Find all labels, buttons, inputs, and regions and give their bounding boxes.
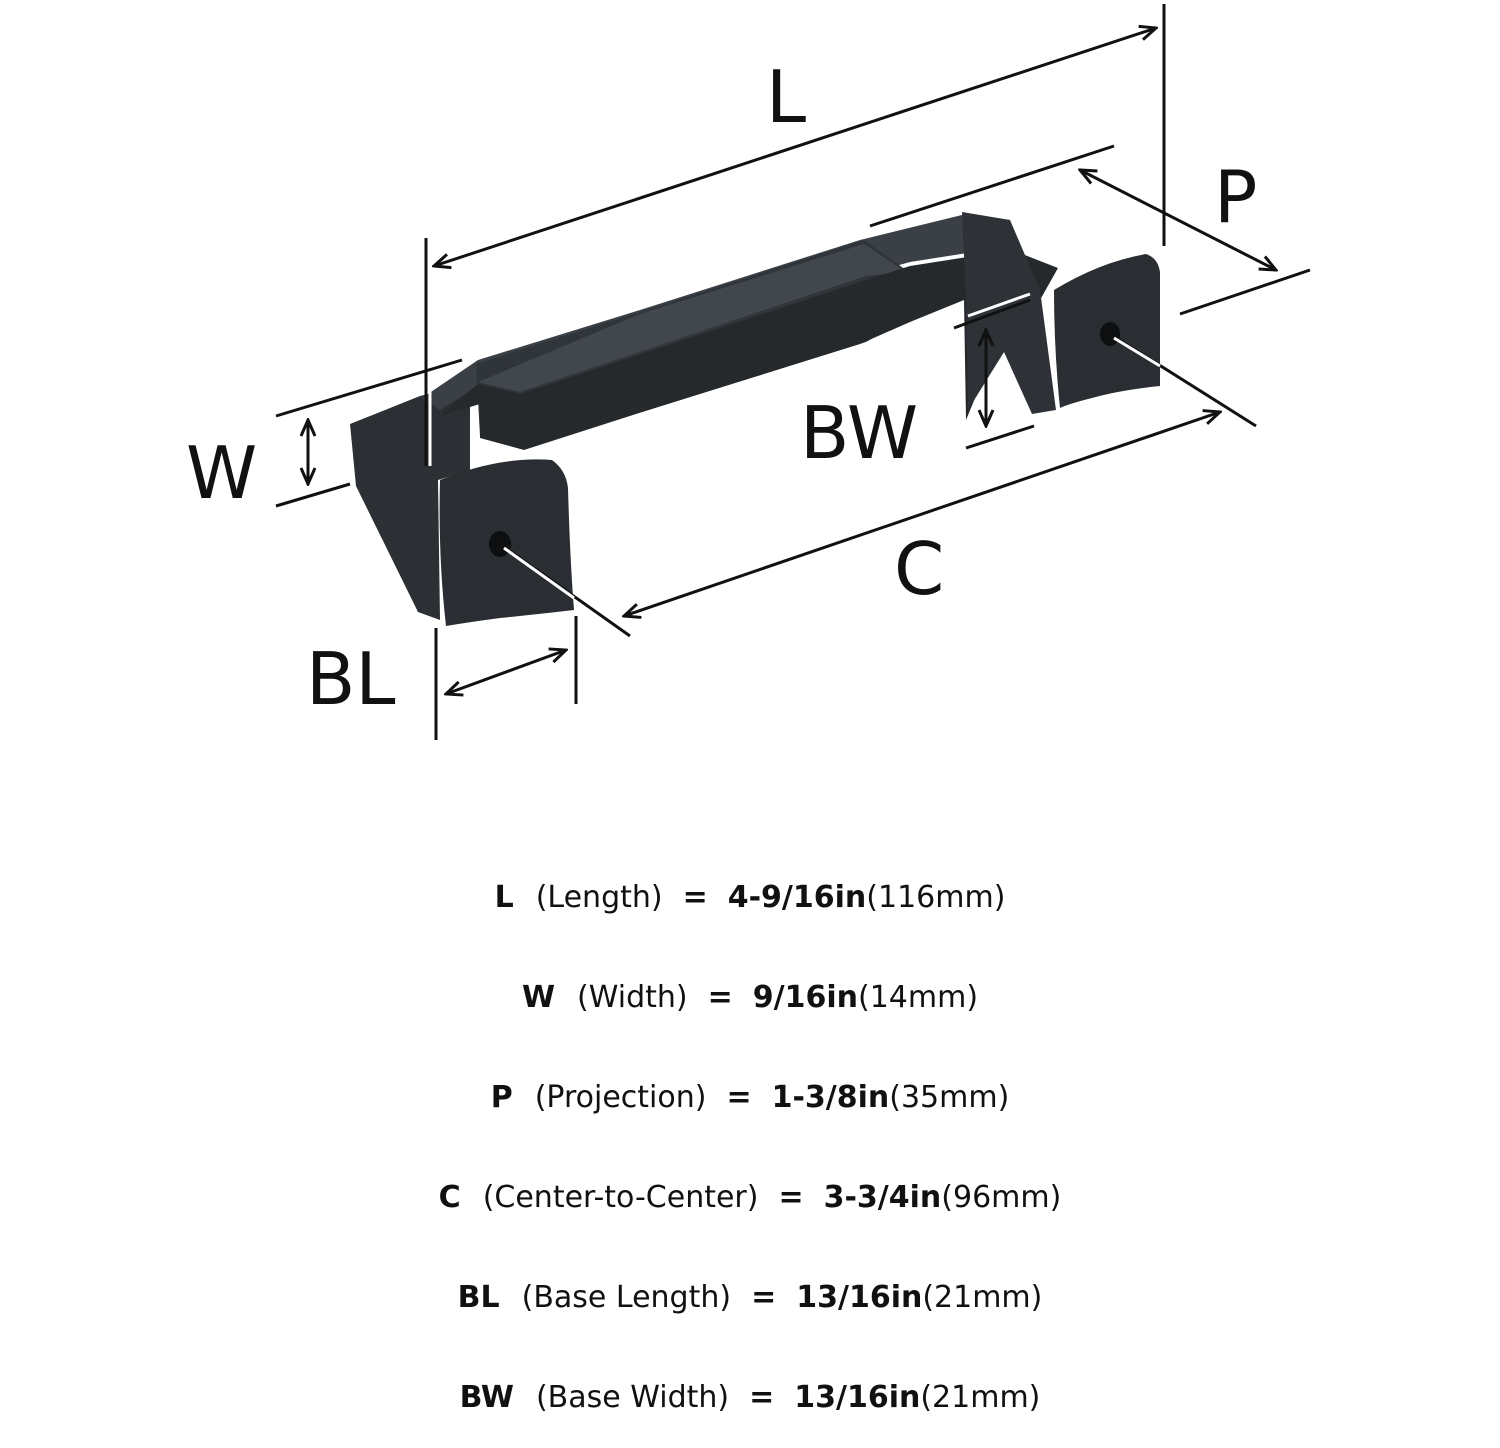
- W-extension-bottom: [275, 482, 351, 508]
- spec-name: (Center-to-Center): [482, 1180, 759, 1215]
- spec-metric: (21mm): [922, 1280, 1043, 1315]
- spec-imperial: 9/16in: [752, 980, 858, 1015]
- spec-imperial: 1-3/8in: [771, 1080, 890, 1115]
- BW-extension-bottom: [965, 424, 1035, 450]
- spec-row-projection: P (Projection) = 1-3/8in (35mm): [0, 1048, 1500, 1148]
- spec-equals: =: [682, 880, 708, 915]
- label-BL: BL: [306, 637, 396, 721]
- spec-abbr: BW: [459, 1380, 514, 1415]
- spec-equals: =: [707, 980, 733, 1015]
- spec-abbr: BL: [457, 1280, 500, 1315]
- spec-row-width: W (Width) = 9/16in (14mm): [0, 948, 1500, 1048]
- P-extension-top: [869, 144, 1115, 228]
- spec-abbr: W: [521, 980, 556, 1015]
- spec-equals: =: [751, 1280, 777, 1315]
- spec-row-length: L (Length) = 4-9/16in (116mm): [0, 848, 1500, 948]
- spec-equals: =: [726, 1080, 752, 1115]
- label-L: L: [766, 55, 806, 139]
- W-extension-top: [275, 358, 463, 418]
- spec-list: L (Length) = 4-9/16in (116mm) W (Width) …: [0, 848, 1500, 1448]
- centerline-highlights: [428, 292, 1161, 600]
- label-C: C: [894, 527, 944, 611]
- spec-imperial: 13/16in: [796, 1280, 923, 1315]
- spec-abbr: C: [438, 1180, 461, 1215]
- handle-left-post: [350, 384, 470, 620]
- BL-dimension-arrow: [446, 650, 566, 694]
- spec-imperial: 3-3/4in: [823, 1180, 942, 1215]
- spec-imperial: 4-9/16in: [727, 880, 867, 915]
- C-dimension-arrow: [624, 412, 1220, 616]
- P-extension-bottom: [1179, 268, 1311, 316]
- spec-metric: (14mm): [858, 980, 979, 1015]
- dimension-diagram: L P W BW C BL: [186, 4, 1311, 740]
- label-P: P: [1214, 155, 1257, 239]
- spec-name: (Projection): [534, 1080, 707, 1115]
- spec-name: (Width): [577, 980, 688, 1015]
- label-BW: BW: [800, 391, 918, 475]
- spec-abbr: L: [494, 880, 514, 915]
- handle-grip-underside: [440, 250, 1058, 450]
- spec-abbr: P: [490, 1080, 513, 1115]
- BW-extension-top: [953, 298, 1031, 330]
- label-W: W: [186, 431, 257, 515]
- spec-equals: =: [749, 1380, 775, 1415]
- spec-name: (Base Length): [521, 1280, 732, 1315]
- dimension-lines: [275, 4, 1311, 740]
- spec-name: (Base Width): [535, 1380, 730, 1415]
- spec-metric: (96mm): [941, 1180, 1062, 1215]
- spec-row-base-length: BL (Base Length) = 13/16in (21mm): [0, 1248, 1500, 1348]
- L-dimension-arrow: [434, 28, 1156, 266]
- handle-dimension-svg: L P W BW C BL: [186, 4, 1311, 740]
- spec-metric: (116mm): [866, 880, 1006, 915]
- spec-row-base-width: BW (Base Width) = 13/16in (21mm): [0, 1348, 1500, 1448]
- spec-metric: (21mm): [920, 1380, 1041, 1415]
- handle-grip-edge: [478, 244, 906, 392]
- spec-row-center-to-center: C (Center-to-Center) = 3-3/4in (96mm): [0, 1148, 1500, 1248]
- spec-imperial: 13/16in: [794, 1380, 921, 1415]
- spec-name: (Length): [535, 880, 663, 915]
- spec-metric: (35mm): [889, 1080, 1010, 1115]
- P-dimension-arrow: [1080, 170, 1276, 270]
- spec-equals: =: [778, 1180, 804, 1215]
- cabinet-pull-handle: [350, 212, 1160, 626]
